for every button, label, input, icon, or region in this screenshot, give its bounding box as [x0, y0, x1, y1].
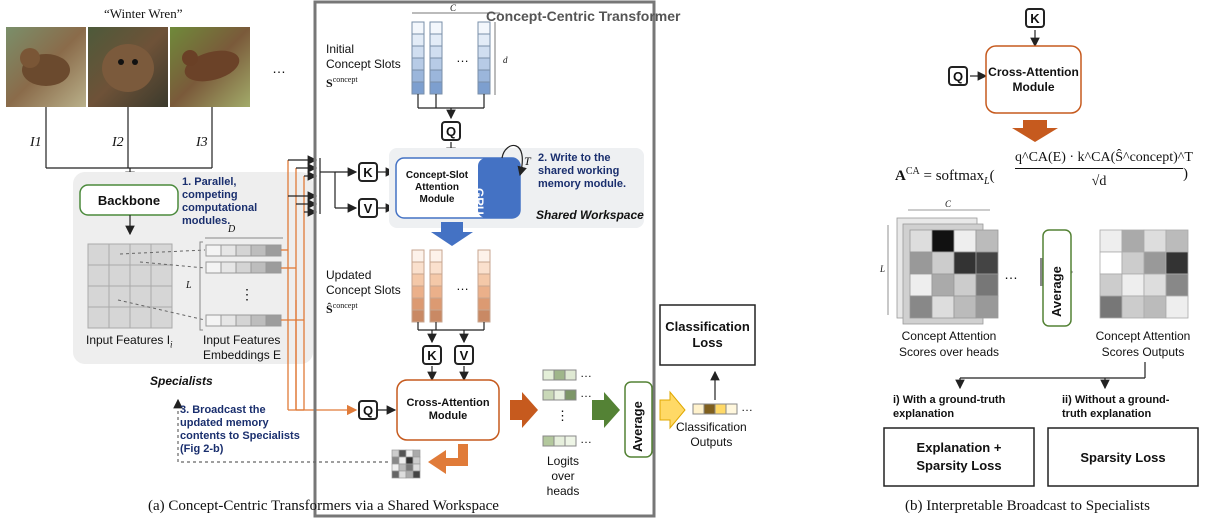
b-attention-outputs [1099, 229, 1189, 319]
b-explanation-loss-box [883, 427, 1035, 487]
embeddings-vdots: ⋮ [240, 286, 254, 302]
input-i1: I1 [30, 135, 42, 150]
slots-to-q-lines [417, 94, 485, 158]
cross-attention-box [396, 379, 500, 441]
attention-thumbnail [391, 449, 421, 479]
caption-a: (a) Concept-Centric Transformers via a S… [148, 498, 499, 514]
green-right-arrow [592, 392, 620, 428]
updated-slots-ellipsis: … [456, 278, 469, 293]
b-sparsity-loss-label: Sparsity Loss [1080, 449, 1166, 465]
average-box [624, 381, 653, 458]
bird-photo-1 [6, 27, 86, 107]
b-branch-lines [955, 362, 1146, 390]
logits-ellipsis-1: … [580, 366, 592, 380]
b-explanation-loss-label: Explanation +Sparsity Loss [916, 440, 1002, 473]
orange-right-arrow [510, 392, 538, 428]
blue-down-arrow [431, 222, 473, 246]
cct-title: Concept-Centric Transformer [486, 8, 681, 24]
b-average-label: Average [1049, 266, 1064, 317]
gru-loop-arrow [501, 144, 527, 177]
b-k-box: K [1025, 8, 1045, 28]
backbone-box [79, 184, 179, 216]
b-ellipsis: … [1004, 266, 1018, 282]
q-box-cross: Q [358, 400, 378, 420]
updated-slots-to-kv-lines [378, 322, 485, 415]
broadcast-dashed-line [173, 398, 388, 463]
k-box-slot: K [358, 162, 378, 182]
updated-concept-slots [411, 249, 491, 323]
output-ellipsis: … [741, 400, 753, 414]
yellow-right-arrow [659, 390, 686, 430]
b-orange-down-arrow [1012, 120, 1058, 142]
embedding-rows [205, 244, 282, 327]
v-box-slot: V [358, 198, 378, 218]
classification-loss-box [659, 304, 756, 366]
b-dim-L: L [880, 264, 886, 274]
grid-embedding-connectors [117, 249, 206, 321]
broadcast-orange-arrow [428, 444, 468, 474]
specialists-title: Specialists [150, 374, 213, 388]
birds-ellipsis: … [272, 60, 286, 76]
logits-vectors [542, 369, 577, 447]
dim-d-top: d [503, 55, 508, 65]
dim-C-top: C [450, 3, 457, 13]
input-i3: I3 [196, 135, 208, 150]
b-cross-attention-box [985, 45, 1082, 114]
logits-vdots: ⋮ [556, 408, 569, 423]
class-label: “Winter Wren” [104, 6, 183, 21]
backbone-label: Backbone [97, 192, 161, 208]
shared-workspace-label: Shared Workspace [536, 208, 644, 222]
b-average-box [1042, 229, 1072, 327]
logits-ellipsis-2: … [580, 386, 592, 400]
b-q-box: Q [948, 66, 968, 86]
embedding-to-kv-lines [281, 160, 358, 416]
initial-slots-ellipsis: … [456, 50, 469, 65]
input-features-label: Input Features Ii [86, 333, 173, 350]
input-lines [45, 107, 213, 182]
initial-concept-slots [411, 12, 500, 95]
cct-frame [313, 0, 656, 518]
b-sparsity-loss-box [1047, 427, 1199, 487]
dim-L: L [186, 280, 192, 291]
logits-ellipsis-3: … [580, 432, 592, 446]
embeddings-bracket [199, 241, 203, 331]
gru-label: GRU [472, 188, 486, 215]
gru-block [478, 158, 520, 218]
input-i2: I2 [112, 135, 124, 150]
dim-D: D [228, 224, 236, 235]
q-box-top: Q [441, 121, 461, 141]
b-attention-over-heads [887, 209, 999, 325]
b-dim-C: C [945, 199, 952, 209]
b-branch-ii: ii) Without a ground-truth explanation [1062, 394, 1170, 420]
bird-photo-3 [170, 27, 250, 107]
bird-photo-2 [88, 27, 168, 107]
classification-output-vector [692, 403, 738, 415]
caption-b: (b) Interpretable Broadcast to Specialis… [905, 498, 1150, 514]
input-feature-grid [87, 243, 173, 329]
loop-T: T [524, 154, 531, 168]
average-label: Average [630, 401, 645, 452]
k-box-cross: K [422, 345, 442, 365]
v-box-cross: V [454, 345, 474, 365]
